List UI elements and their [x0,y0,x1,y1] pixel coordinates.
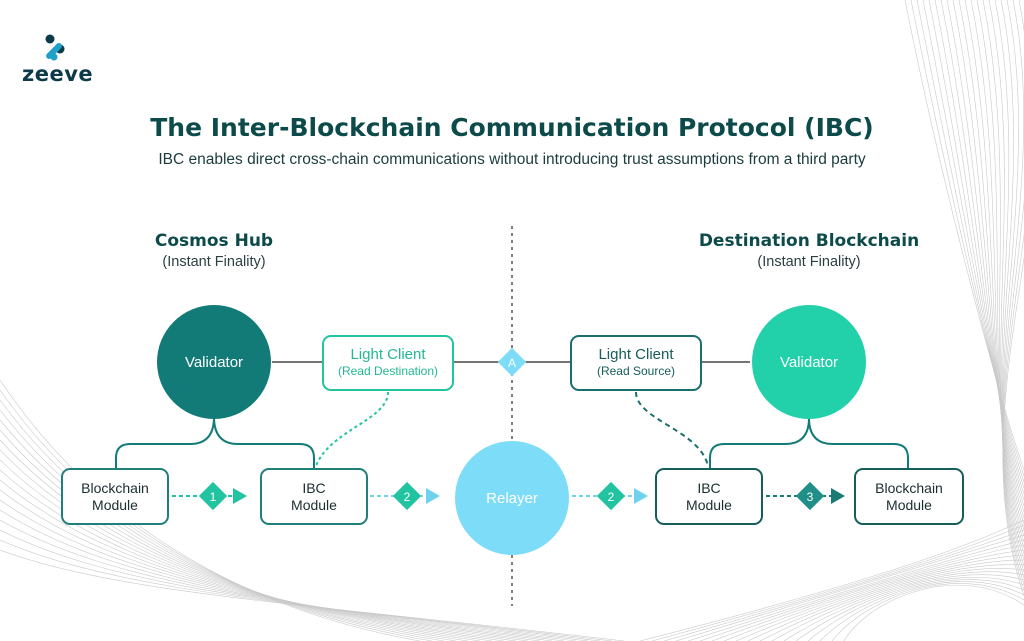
left-chain-finality: (Instant Finality) [162,254,266,270]
left-light-client-sub: (Read Destination) [337,364,439,378]
left-blockchain-module-line1: Blockchain [81,479,149,496]
marker-step1: 1 [198,481,228,511]
right-blockchain-module-line2: Module [886,496,932,513]
marker-step2-right: 2 [596,481,626,511]
svg-text:1: 1 [210,490,217,504]
right-light-client-sub: (Read Source) [596,364,676,378]
right-light-client: Light Client (Read Source) [570,335,702,391]
left-light-client-title: Light Client [350,346,426,363]
svg-text:3: 3 [807,490,814,504]
right-validator-branch [709,417,909,468]
left-ibc-module: IBC Module [260,468,368,525]
svg-text:A: A [508,356,516,370]
left-validator-branch [115,416,315,468]
page-title: The Inter-Blockchain Communication Proto… [150,113,874,142]
left-validator-node: Validator [157,305,271,419]
brand-name: zeeve [22,62,94,86]
marker-step3: 3 [795,481,825,511]
zeeve-logo-icon [45,34,65,61]
left-lightclient-dotted-link [315,391,389,467]
page-subtitle: IBC enables direct cross-chain communica… [158,151,866,168]
marker-center-a: A [497,347,527,377]
right-blockchain-module-line1: Blockchain [875,479,943,496]
left-light-client: Light Client (Read Destination) [322,335,454,391]
left-ibc-module-line2: Module [291,496,337,513]
relayer-node: Relayer [455,441,569,555]
right-ibc-module-line2: Module [686,496,732,513]
svg-text:2: 2 [404,490,411,504]
left-chain-title: Cosmos Hub [154,231,274,251]
svg-text:2: 2 [608,490,615,504]
right-blockchain-module: Blockchain Module [854,468,964,525]
right-ibc-module: IBC Module [655,468,763,525]
right-ibc-module-line1: IBC [697,479,721,496]
right-validator-label: Validator [779,353,839,371]
right-chain-finality: (Instant Finality) [757,254,861,270]
marker-step2-left: 2 [392,481,422,511]
right-light-client-title: Light Client [598,346,674,363]
left-validator-label: Validator [184,353,244,371]
left-blockchain-module-line2: Module [92,496,138,513]
right-chain-title: Destination Blockchain [698,231,920,251]
right-validator-node: Validator [752,305,866,419]
left-blockchain-module: Blockchain Module [61,468,169,525]
left-ibc-module-line1: IBC [302,479,326,496]
relayer-label: Relayer [486,489,538,507]
right-lightclient-dashed-link [635,391,709,467]
